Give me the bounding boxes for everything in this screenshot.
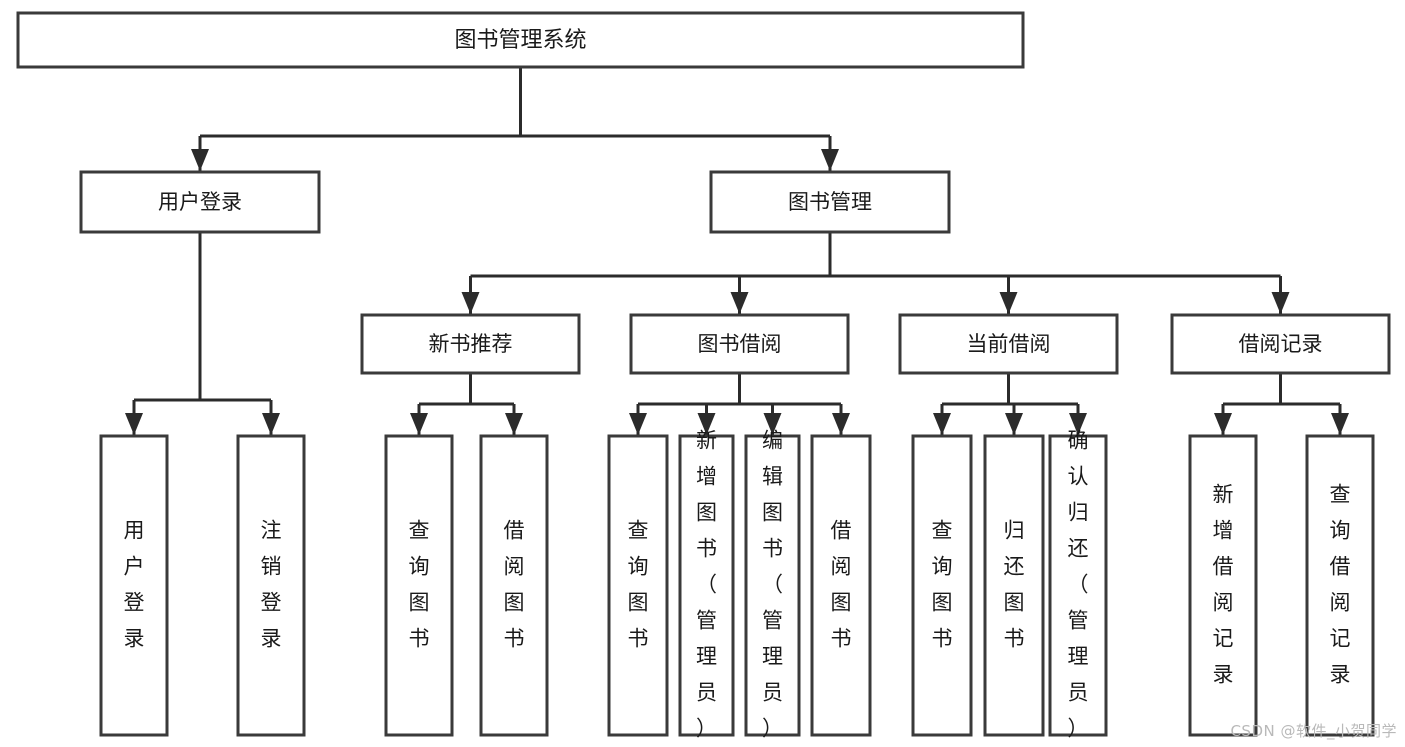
arrow-head-icon xyxy=(999,292,1018,314)
node-leaf-user-logout-label: 注销登录 xyxy=(261,519,282,651)
node-root-box xyxy=(16,11,1025,69)
node-leaf-query-borrow-record[interactable]: 查询借阅记录 xyxy=(1305,434,1375,737)
connector-group-book-manage xyxy=(461,232,1290,314)
node-new-book-recommend[interactable]: 新书推荐 xyxy=(360,313,581,375)
arrow-head-icon xyxy=(933,413,951,435)
node-leaf-return-book-label: 归还图书 xyxy=(1004,519,1025,651)
node-leaf-query-book-rec-box xyxy=(384,434,454,737)
node-leaf-return-book[interactable]: 归还图书 xyxy=(983,434,1045,737)
node-book-manage[interactable]: 图书管理 xyxy=(709,170,951,234)
arrow-head-icon xyxy=(1005,413,1023,435)
node-leaf-return-book-box xyxy=(983,434,1045,737)
node-leaf-query-borrow-record-label: 查询借阅记录 xyxy=(1330,483,1351,687)
node-leaf-edit-book-admin-box xyxy=(744,434,801,737)
arrow-head-icon xyxy=(697,413,716,435)
node-leaf-add-borrow-record-box xyxy=(1188,434,1258,737)
node-book-manage-label: 图书管理 xyxy=(788,190,872,214)
node-root-label: 图书管理系统 xyxy=(454,28,586,53)
node-leaf-edit-book-admin-label: 编辑图书（管理员） xyxy=(762,429,783,741)
node-current-borrow[interactable]: 当前借阅 xyxy=(898,313,1119,375)
node-book-borrow[interactable]: 图书借阅 xyxy=(629,313,850,375)
node-leaf-user-logout-box xyxy=(236,434,306,737)
node-leaf-query-book-cur-box xyxy=(911,434,973,737)
arrow-head-icon xyxy=(505,413,523,435)
node-book-borrow-label: 图书借阅 xyxy=(698,332,782,356)
arrow-head-icon xyxy=(125,413,143,435)
node-leaf-confirm-return-admin-box xyxy=(1048,434,1108,737)
csdn-watermark: CSDN @软件_小贺同学 xyxy=(1230,722,1397,740)
arrow-head-icon xyxy=(461,292,480,314)
node-leaf-borrow-book-rec[interactable]: 借阅图书 xyxy=(479,434,549,737)
node-root[interactable]: 图书管理系统 xyxy=(16,11,1025,69)
node-leaf-user-login[interactable]: 用户登录 xyxy=(99,434,169,737)
connector-group-root xyxy=(191,67,839,171)
arrow-head-icon xyxy=(730,292,749,314)
node-leaf-query-book-rec-label: 查询图书 xyxy=(409,519,430,651)
arrow-head-icon xyxy=(262,413,280,435)
node-user-login[interactable]: 用户登录 xyxy=(79,170,321,234)
node-leaf-add-borrow-record[interactable]: 新增借阅记录 xyxy=(1188,434,1258,737)
node-new-book-recommend-label: 新书推荐 xyxy=(429,332,513,356)
node-leaf-user-login-label: 用户登录 xyxy=(124,519,145,651)
arrow-head-icon xyxy=(1331,413,1349,435)
node-borrow-record[interactable]: 借阅记录 xyxy=(1170,313,1391,375)
node-leaf-user-logout[interactable]: 注销登录 xyxy=(236,434,306,737)
arrow-head-icon xyxy=(629,413,647,435)
node-book-borrow-box xyxy=(629,313,850,375)
node-leaf-query-book-cur-label: 查询图书 xyxy=(932,519,953,651)
node-borrow-record-box xyxy=(1170,313,1391,375)
arrow-head-icon xyxy=(1271,292,1290,314)
node-leaf-query-book-borrow-box xyxy=(607,434,669,737)
node-leaf-confirm-return-admin-label: 确认归还（管理员） xyxy=(1068,429,1089,741)
node-leaf-borrow-book[interactable]: 借阅图书 xyxy=(810,434,872,737)
connector-group-borrow-record xyxy=(1214,373,1349,435)
arrow-head-icon xyxy=(410,413,428,435)
node-leaf-confirm-return-admin[interactable]: 确认归还（管理员） xyxy=(1048,429,1108,741)
node-user-login-label: 用户登录 xyxy=(158,190,242,214)
node-leaf-add-book-admin-label: 新增图书（管理员） xyxy=(696,429,717,741)
arrow-head-icon xyxy=(1214,413,1232,435)
node-leaf-borrow-book-rec-label: 借阅图书 xyxy=(504,519,525,651)
connector-group-user-login xyxy=(125,232,280,435)
node-leaf-query-book-borrow-label: 查询图书 xyxy=(628,519,649,651)
node-current-borrow-label: 当前借阅 xyxy=(967,332,1051,356)
node-layer: 图书管理系统用户登录图书管理新书推荐图书借阅当前借阅借阅记录用户登录注销登录查询… xyxy=(16,11,1391,741)
node-leaf-edit-book-admin[interactable]: 编辑图书（管理员） xyxy=(744,429,801,741)
node-leaf-query-book-cur[interactable]: 查询图书 xyxy=(911,434,973,737)
connector-group-new-book-recommend xyxy=(410,373,523,435)
arrow-head-icon xyxy=(1069,413,1087,435)
node-leaf-query-borrow-record-box xyxy=(1305,434,1375,737)
node-book-manage-box xyxy=(709,170,951,234)
node-leaf-borrow-book-box xyxy=(810,434,872,737)
node-leaf-add-borrow-record-label: 新增借阅记录 xyxy=(1213,483,1234,687)
node-leaf-add-book-admin-box xyxy=(678,434,735,737)
node-new-book-recommend-box xyxy=(360,313,581,375)
arrow-head-icon xyxy=(832,413,850,435)
node-leaf-query-book-rec[interactable]: 查询图书 xyxy=(384,434,454,737)
node-borrow-record-label: 借阅记录 xyxy=(1239,332,1323,356)
arrow-head-icon xyxy=(763,413,782,435)
connector-group-book-borrow xyxy=(629,373,850,435)
node-leaf-add-book-admin[interactable]: 新增图书（管理员） xyxy=(678,429,735,741)
node-leaf-borrow-book-rec-box xyxy=(479,434,549,737)
connector-group-current-borrow xyxy=(933,373,1087,435)
arrow-head-icon xyxy=(821,149,839,171)
node-leaf-user-login-box xyxy=(99,434,169,737)
node-current-borrow-box xyxy=(898,313,1119,375)
node-leaf-borrow-book-label: 借阅图书 xyxy=(831,519,852,651)
connector-layer xyxy=(125,67,1349,435)
node-user-login-box xyxy=(79,170,321,234)
node-leaf-query-book-borrow[interactable]: 查询图书 xyxy=(607,434,669,737)
arrow-head-icon xyxy=(191,149,209,171)
